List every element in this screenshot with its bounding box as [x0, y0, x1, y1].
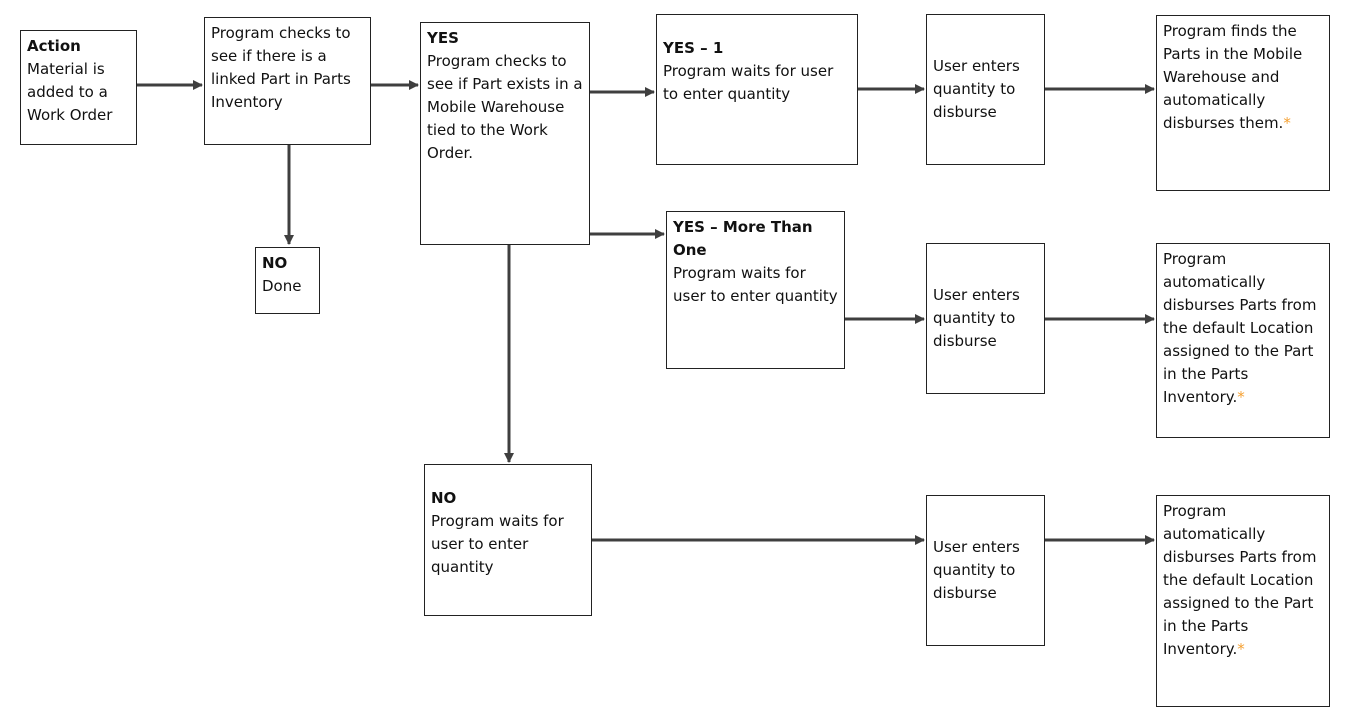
box-no-result-text-wrap: Program automatically disburses Parts fr…	[1163, 500, 1323, 661]
box-action-heading: Action	[27, 37, 81, 55]
box-yes-one-result: Program finds the Parts in the Mobile Wa…	[1156, 15, 1330, 191]
box-no-done: NO Done	[255, 247, 320, 314]
box-no-wait: NO Program waits for user to enter quant…	[424, 464, 592, 616]
box-no-wait-heading: NO	[431, 489, 457, 507]
box-yes-more-heading: YES – More Than One	[673, 218, 813, 259]
box-check-linked-part-text: Program checks to see if there is a link…	[211, 24, 351, 111]
box-yes-more-enter-text: User enters quantity to disburse	[933, 286, 1020, 350]
box-yes-one-result-text-wrap: Program finds the Parts in the Mobile Wa…	[1163, 20, 1323, 135]
box-no-enter: User enters quantity to disburse	[926, 495, 1045, 646]
box-yes-one-enter: User enters quantity to disburse	[926, 14, 1045, 165]
box-yes-one-heading: YES – 1	[663, 39, 724, 57]
box-no-result: Program automatically disburses Parts fr…	[1156, 495, 1330, 707]
box-yes-more-enter: User enters quantity to disburse	[926, 243, 1045, 394]
box-yes-check-mobile-heading: YES	[427, 29, 459, 47]
box-action-text: Material is added to a Work Order	[27, 60, 113, 124]
box-no-result-text: Program automatically disburses Parts fr…	[1163, 502, 1317, 658]
box-yes-more-result: Program automatically disburses Parts fr…	[1156, 243, 1330, 438]
asterisk-note-mark: *	[1237, 640, 1245, 658]
box-yes-one-enter-text: User enters quantity to disburse	[933, 57, 1020, 121]
box-check-linked-part: Program checks to see if there is a link…	[204, 17, 371, 145]
box-yes-one-result-text: Program finds the Parts in the Mobile Wa…	[1163, 22, 1303, 132]
box-yes-check-mobile: YES Program checks to see if Part exists…	[420, 22, 590, 245]
box-yes-more-result-text-wrap: Program automatically disburses Parts fr…	[1163, 248, 1323, 409]
box-yes-more-result-text: Program automatically disburses Parts fr…	[1163, 250, 1317, 406]
box-no-enter-text: User enters quantity to disburse	[933, 538, 1020, 602]
asterisk-note-mark: *	[1283, 114, 1291, 132]
box-yes-check-mobile-text: Program checks to see if Part exists in …	[427, 52, 583, 162]
box-no-wait-text: Program waits for user to enter quantity	[431, 512, 564, 576]
box-no-done-text: Done	[262, 277, 302, 295]
asterisk-note-mark: *	[1237, 388, 1245, 406]
box-yes-one: YES – 1 Program waits for user to enter …	[656, 14, 858, 165]
box-yes-more: YES – More Than One Program waits for us…	[666, 211, 845, 369]
box-yes-one-text: Program waits for user to enter quantity	[663, 62, 834, 103]
box-yes-more-text: Program waits for user to enter quantity	[673, 264, 838, 305]
box-no-done-heading: NO	[262, 254, 288, 272]
box-action: Action Material is added to a Work Order	[20, 30, 137, 145]
